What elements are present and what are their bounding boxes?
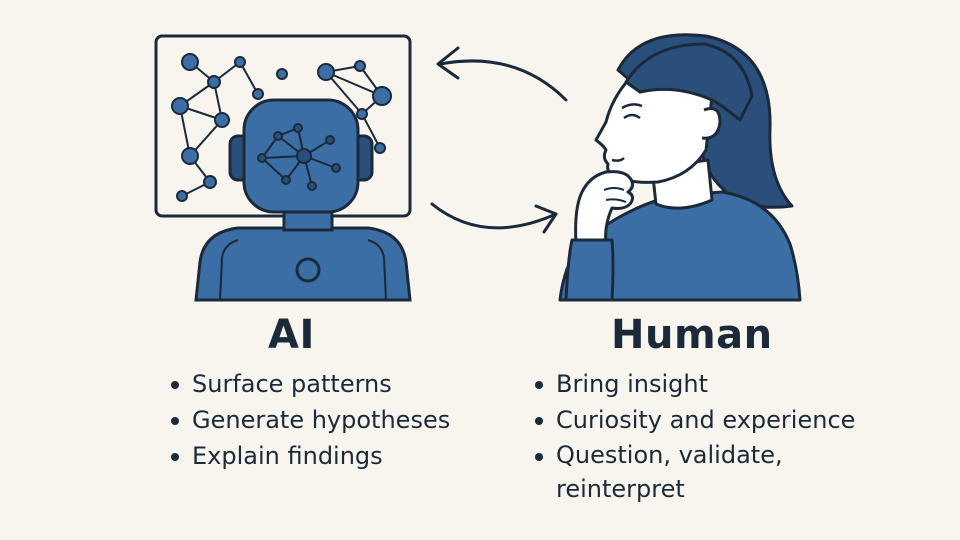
curved-arrow-icon xyxy=(430,202,558,234)
ai-capabilities-list: Surface patterns Generate hypotheses Exp… xyxy=(168,366,450,474)
list-item: Surface patterns xyxy=(168,366,450,402)
robot-icon xyxy=(194,98,412,302)
human-capabilities-list: Bring insight Curiosity and experience Q… xyxy=(532,366,892,506)
network-graph-icon xyxy=(317,60,392,154)
list-item: Generate hypotheses xyxy=(168,402,450,438)
network-graph-icon xyxy=(171,53,288,202)
illustration xyxy=(154,33,802,302)
woman-thinking-icon xyxy=(558,33,802,302)
ai-heading: AI xyxy=(268,312,315,358)
list-item: Explain findings xyxy=(168,438,450,474)
curved-arrow-icon xyxy=(436,46,568,102)
list-item: Question, validate, reinterpret xyxy=(532,438,846,506)
list-item: Bring insight xyxy=(532,366,892,402)
human-heading: Human xyxy=(611,312,773,358)
list-item: Curiosity and experience xyxy=(532,402,892,438)
list-item-text: Question, validate, reinterpret xyxy=(556,441,783,503)
